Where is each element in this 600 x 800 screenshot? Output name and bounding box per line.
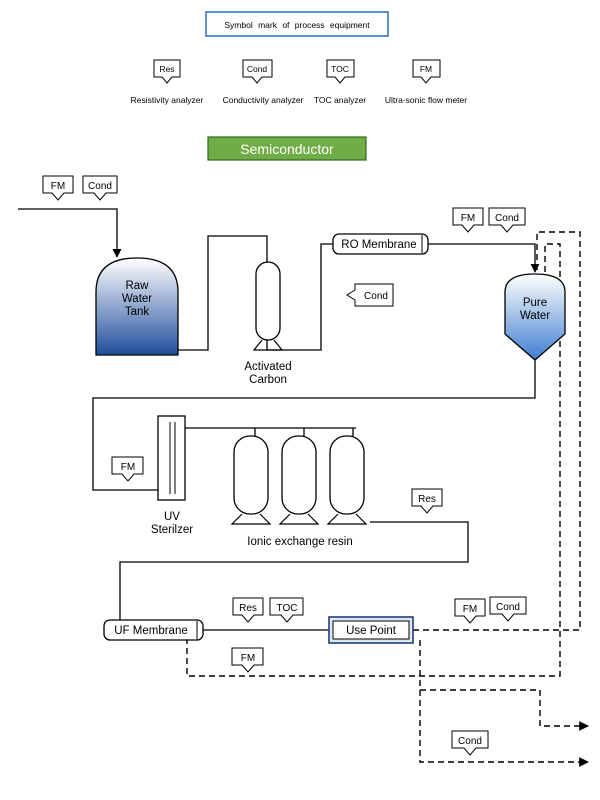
legend-code-cond: Cond [247, 64, 268, 74]
drain-line-2 [419, 690, 589, 767]
section-badge-box [207, 136, 367, 161]
res-uf-text: Res [239, 603, 257, 614]
pipe-ro-purewater [428, 243, 540, 273]
solid-piping [18, 208, 540, 631]
cond-ro-side-text: Cond [364, 291, 388, 302]
instrument-cond-ro-side: Cond [346, 283, 394, 307]
cond-drain-text: Cond [458, 736, 482, 747]
resin-column-1 [230, 435, 272, 525]
legend-title: Symbol mark of process equipment [224, 20, 370, 30]
legend: Symbol mark of process equipment Res Res… [131, 11, 467, 105]
legend-item-cond: Cond Conductivity analyzer [223, 59, 304, 105]
cond-return-text: Cond [496, 602, 520, 613]
instrument-fm-uv: FM [111, 456, 144, 482]
fm-return-text: FM [463, 604, 477, 615]
fm-uf-return-text: FM [241, 653, 255, 664]
instrument-fm-inlet: FM [42, 175, 74, 201]
ion-exchange-resin: Ionic exchange resin [230, 435, 368, 548]
fm-uv-text: FM [121, 462, 135, 473]
pure-water-tank: Pure Water [504, 273, 566, 361]
fm-ro-text: FM [461, 213, 475, 224]
raw-tank-label-2: Water [122, 293, 152, 305]
instrument-fm-ro: FM [452, 207, 484, 233]
pure-water-label-2: Water [520, 310, 550, 322]
uv-label-2: Sterilzer [151, 524, 193, 536]
ro-membrane-label: RO Membrane [341, 239, 416, 251]
fm-inlet-text: FM [51, 181, 65, 192]
legend-title-box [205, 11, 389, 37]
return-lines [186, 231, 589, 767]
legend-code-res: Res [159, 64, 174, 74]
legend-code-fm: FM [420, 64, 432, 74]
legend-label-toc: TOC analyzer [314, 95, 366, 105]
legend-item-fm: FM Ultra-sonic flow meter [385, 59, 467, 105]
return-line-outer [413, 231, 581, 631]
drain-line-1 [419, 640, 589, 731]
resin-label: Ionic exchange resin [247, 536, 352, 548]
cond-inlet-text: Cond [88, 181, 112, 192]
legend-label-cond: Conductivity analyzer [223, 95, 304, 105]
raw-water-tank: Raw Water Tank [95, 257, 179, 356]
instrument-cond-inlet: Cond [82, 175, 118, 201]
carbon-label-1: Activated [244, 361, 291, 373]
toc-uf-text: TOC [277, 603, 298, 614]
carbon-label-2: Carbon [249, 374, 287, 386]
legend-item-toc: TOC TOC analyzer [314, 59, 366, 105]
instrument-res-resin: Res [411, 488, 443, 514]
uf-membrane: UF Membrane [103, 619, 204, 641]
resin-column-3 [326, 435, 368, 525]
instrument-res-uf: Res [232, 597, 264, 623]
section-badge: Semiconductor [207, 136, 367, 161]
legend-item-res: Res Resistivity analyzer [131, 59, 204, 105]
resin-column-2 [278, 435, 320, 525]
pipe-purewater-uv [92, 360, 536, 491]
section-label: Semiconductor [240, 141, 334, 157]
pipe-tank-carbon [178, 235, 268, 351]
instrument-cond-drain: Cond [451, 730, 489, 756]
inlet-pipe [18, 208, 122, 258]
use-point: Use Point [328, 616, 414, 644]
use-point-label: Use Point [346, 625, 397, 637]
pipe-carbon-ro [266, 243, 333, 351]
raw-tank-label-1: Raw [125, 280, 149, 292]
ro-membrane: RO Membrane [332, 233, 429, 255]
instrument-cond-ro: Cond [488, 207, 526, 233]
legend-label-res: Resistivity analyzer [131, 95, 204, 105]
uf-membrane-label: UF Membrane [114, 625, 188, 637]
uv-sterilizer: UV Sterilzer [151, 415, 193, 536]
instrument-toc-uf: TOC [269, 597, 304, 623]
instrument-fm-return: FM [454, 598, 486, 624]
legend-code-toc: TOC [331, 64, 349, 74]
res-resin-text: Res [418, 494, 436, 505]
activated-carbon: Activated Carbon [244, 261, 292, 386]
instrument-fm-uf-return: FM [231, 647, 264, 673]
pure-water-label-1: Pure [523, 297, 547, 309]
legend-label-fm: Ultra-sonic flow meter [385, 95, 467, 105]
instrument-cond-return: Cond [489, 596, 527, 622]
return-line-uf [186, 243, 561, 677]
cond-ro-text: Cond [495, 213, 519, 224]
uv-label-1: UV [164, 511, 180, 523]
raw-tank-label-3: Tank [125, 306, 150, 318]
